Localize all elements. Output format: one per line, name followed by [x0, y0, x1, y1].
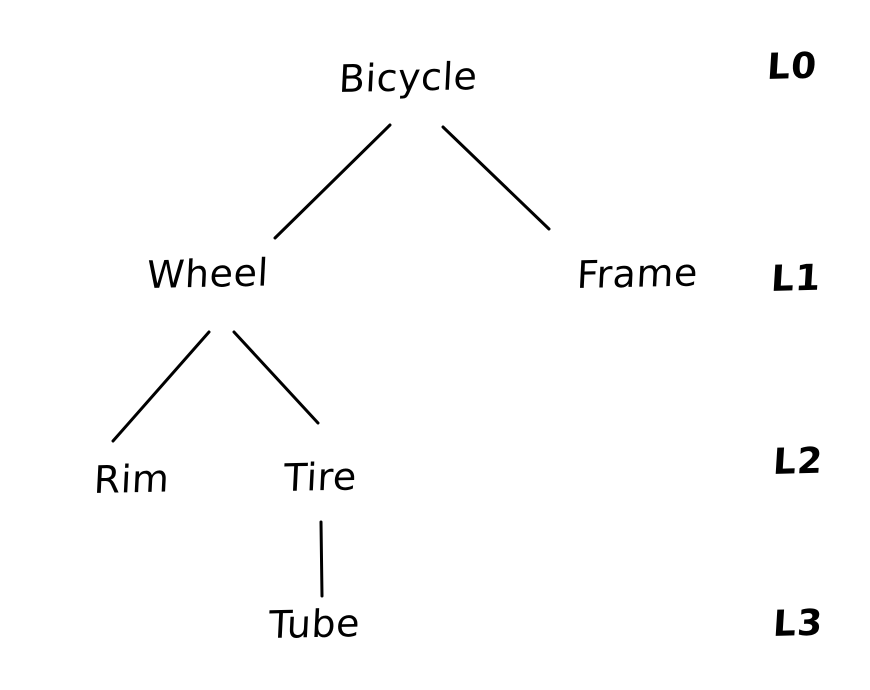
- node-wheel[interactable]: Wheel: [145, 250, 270, 297]
- edge-tire-tube: [319, 520, 324, 598]
- level-label-l0: L0: [765, 45, 819, 88]
- edge-wheel-rim: [111, 330, 211, 443]
- node-rim[interactable]: Rim: [92, 456, 171, 502]
- node-bicycle[interactable]: Bicycle: [337, 54, 479, 101]
- edge-bicycle-wheel: [273, 123, 392, 240]
- edge-wheel-tire: [232, 330, 320, 425]
- node-tire[interactable]: Tire: [282, 454, 358, 500]
- level-label-l3: L3: [771, 602, 825, 645]
- level-label-l1: L1: [769, 257, 823, 300]
- node-tube[interactable]: Tube: [267, 601, 362, 647]
- level-label-l2: L2: [771, 440, 825, 483]
- edge-bicycle-frame: [441, 125, 551, 231]
- node-frame[interactable]: Frame: [575, 250, 700, 297]
